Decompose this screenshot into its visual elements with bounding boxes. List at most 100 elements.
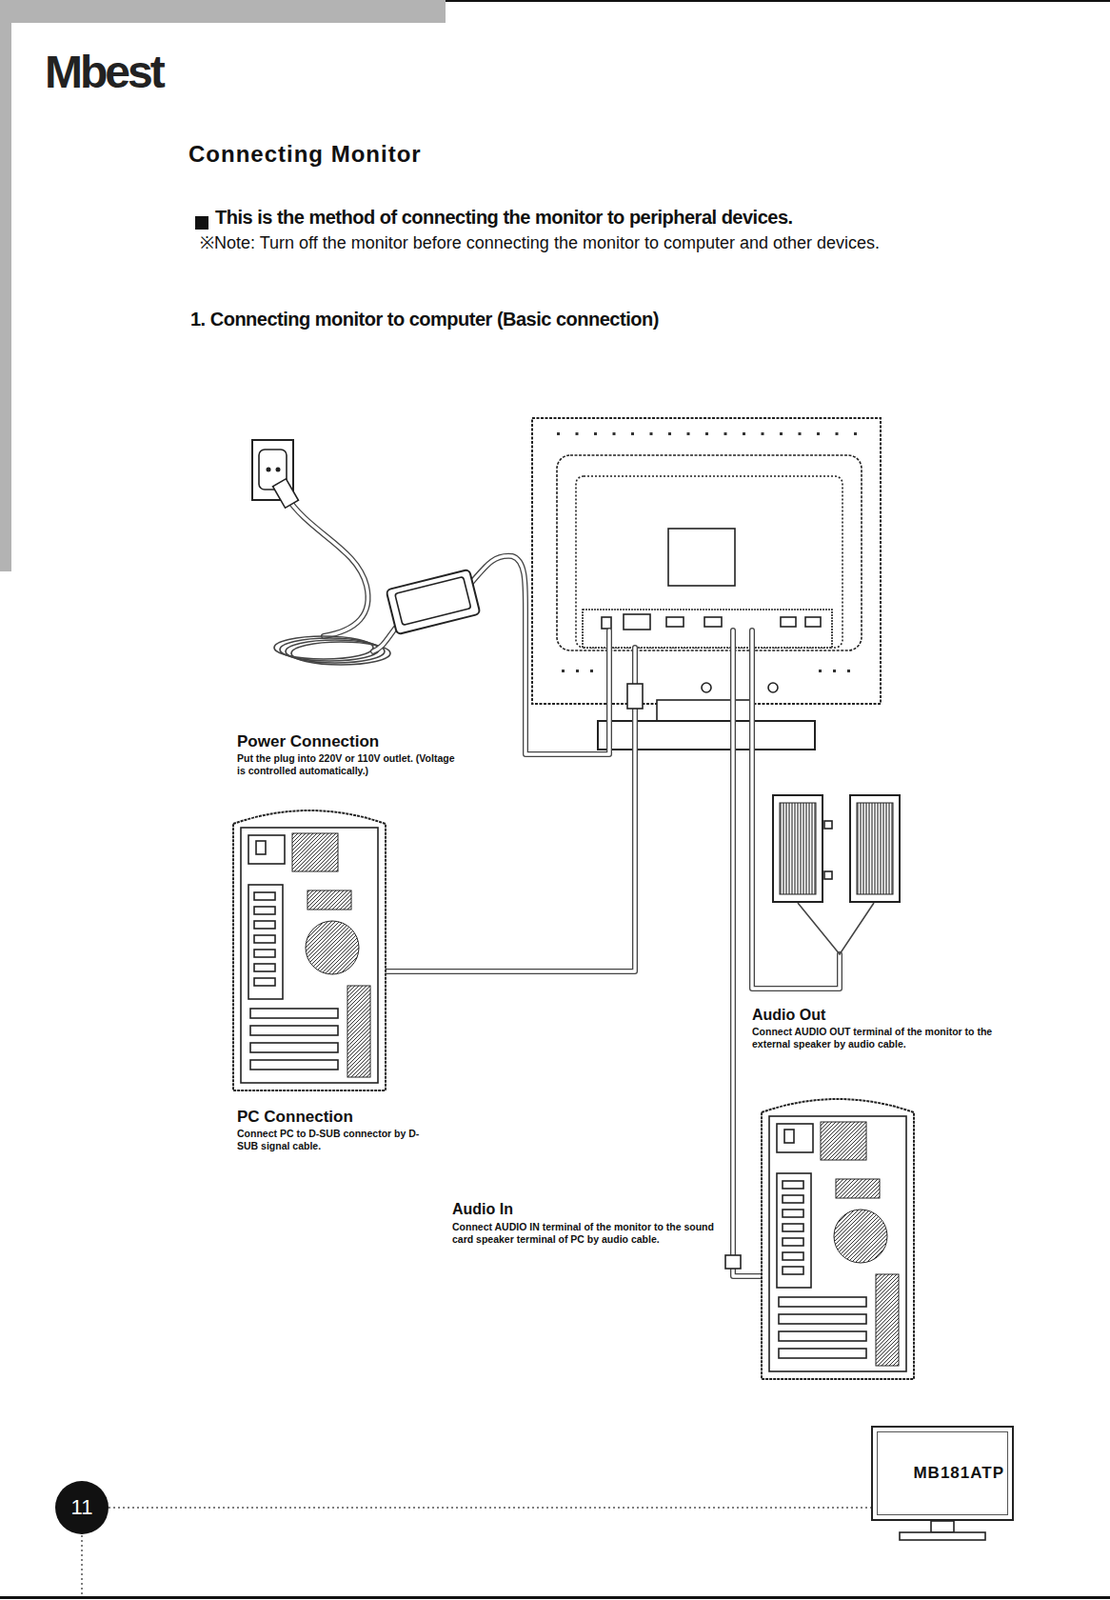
cable [373,628,396,652]
footer-rule [0,1595,1110,1599]
io-port [254,891,276,900]
icon-stand-neck [931,1520,954,1532]
connector-panel [582,609,833,648]
case-fan [305,920,359,974]
power-adapter [386,569,481,635]
adapter-face [395,576,472,626]
vent-dot [724,432,728,436]
page-number-badge: 11 [55,1480,109,1534]
pc-back-panel [769,1115,907,1371]
pc-tower [233,810,386,1091]
power-plug [273,478,299,509]
model-name: MB181ATP [912,1463,1005,1483]
io-port [254,934,276,943]
expansion-slot [250,1042,338,1052]
speaker-grille [779,802,816,894]
expansion-slot [250,1025,338,1035]
callout-heading: Audio Out [752,1005,826,1025]
callout-heading: PC Connection [237,1106,354,1127]
pc-back-panel [240,827,378,1083]
model-monitor-icon: MB181ATP [871,1425,1014,1521]
expansion-slot [250,1059,338,1070]
side-bar [0,0,12,572]
io-port [254,906,276,914]
screw [768,682,778,693]
port [623,614,651,630]
vent-dot [575,432,579,436]
dotted-leader [108,1506,872,1508]
vent-dot [832,669,836,673]
io-panel [248,884,283,999]
screw [701,682,712,693]
dotted-rule [80,1534,83,1594]
expansion-slot [250,1008,338,1018]
io-port [782,1209,804,1217]
vent [347,985,371,1077]
callout-heading: Audio In [452,1199,514,1219]
io-port [254,949,276,957]
stand-base [597,720,815,750]
vent-dot [561,669,565,673]
page-title: Connecting Monitor [188,140,422,168]
cable-outline [471,555,610,754]
vent-dot [668,432,672,436]
note-text: ※Note: Turn off the monitor before conne… [199,232,972,255]
cable [752,630,840,989]
power-supply [776,1123,813,1152]
port [780,616,796,627]
header-bar [0,0,446,23]
io-port [782,1194,804,1203]
vent-dot [613,432,616,436]
rating-label [668,528,735,586]
io-port [254,977,276,986]
cable [733,630,764,1276]
pc-tower [761,1098,914,1379]
expansion-slot [778,1313,867,1324]
vent-dot [705,432,709,436]
speaker-grille [856,802,893,894]
audio-plug [725,1254,741,1269]
vent-dot [575,669,579,673]
monitor-back [532,417,881,704]
expansion-slot [778,1347,867,1358]
outlet-hole [266,467,272,473]
callout-body: Connect AUDIO IN terminal of the monitor… [452,1220,719,1246]
cable-outline [752,630,840,989]
brand-logo: Mbest [44,43,163,101]
cable [471,555,610,754]
intro-text: This is the method of connecting the mon… [215,205,793,230]
io-port [782,1180,804,1189]
callout-body: Connect PC to D-SUB connector by D-SUB s… [237,1127,428,1152]
power-socket [256,840,266,854]
speaker-wire [797,902,874,954]
speaker-jack [824,820,833,829]
power-socket [784,1129,794,1143]
icon-stand-base [899,1531,986,1540]
vent-dot [650,432,654,436]
vent-dot [818,669,822,673]
cable-outline [354,647,635,972]
io-port [254,920,276,929]
port [704,616,722,627]
vent-dot [847,669,851,673]
vent-dot [594,432,597,436]
io-port [782,1237,804,1246]
bullet-square [195,216,209,230]
ferrite-core [627,683,643,709]
io-panel [776,1172,812,1288]
psu-fan [292,832,338,872]
cable-outline [373,628,396,652]
vent [835,1178,880,1198]
vent-dot [590,669,594,673]
vent-dot [779,432,783,436]
monitor-inner-frame [575,475,843,648]
port [666,616,684,627]
cable-outline [733,630,764,1276]
outlet-hole [276,467,281,473]
vent [875,1273,899,1366]
vent-dot [761,432,765,436]
callout-body: Connect AUDIO OUT terminal of the monito… [752,1025,1010,1051]
vent-dot [742,432,746,436]
io-port [254,963,276,972]
